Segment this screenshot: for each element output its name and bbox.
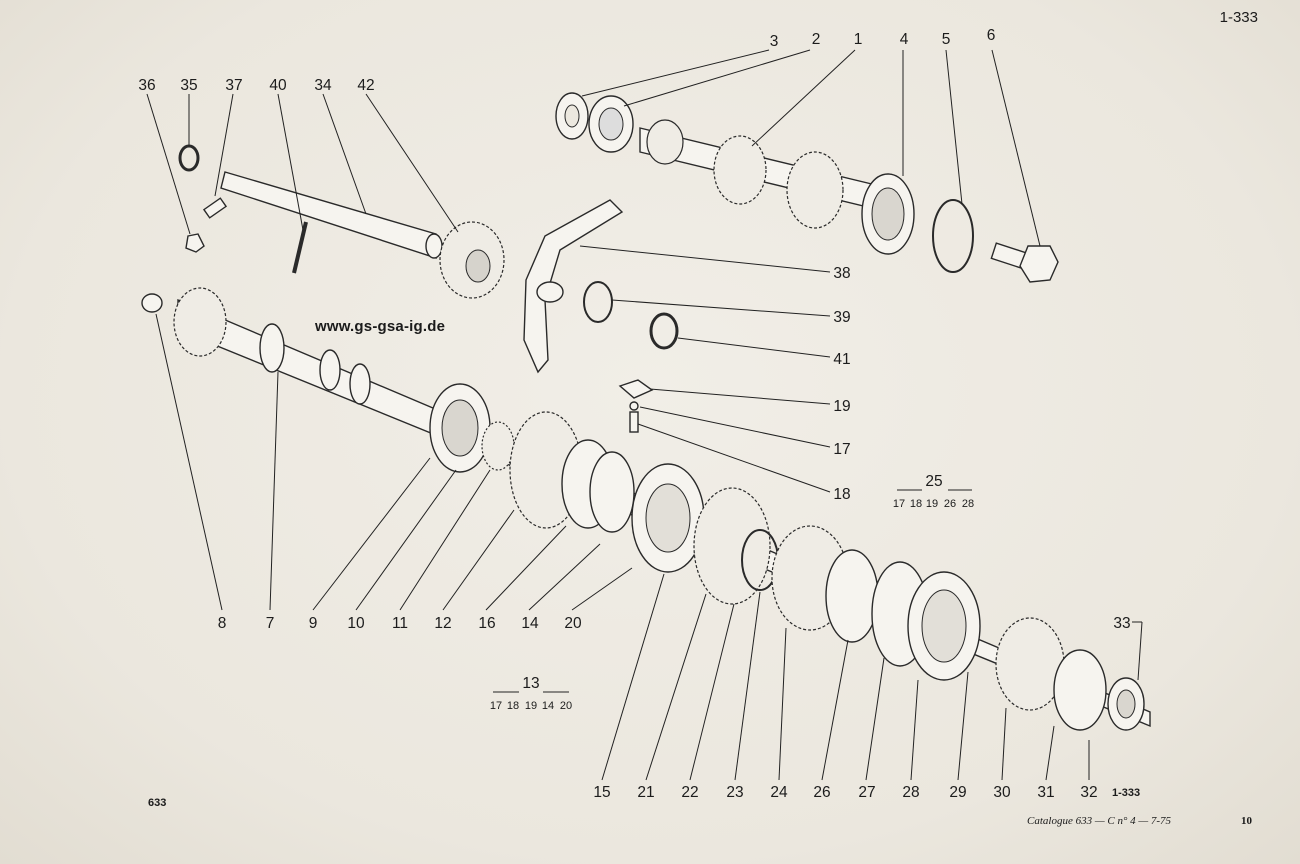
callout-28: 28 xyxy=(902,784,919,801)
callout-15: 15 xyxy=(593,784,610,801)
callout-24: 24 xyxy=(770,784,788,801)
callout-18: 18 xyxy=(833,486,850,503)
callout-22: 22 xyxy=(681,784,698,801)
selector-group xyxy=(523,199,679,433)
page-reference: 1-333 xyxy=(1219,9,1258,26)
group-13-reference: 13 17 18 19 14 20 xyxy=(490,675,572,712)
group-25-item: 26 xyxy=(944,498,956,510)
callout-5: 5 xyxy=(942,31,951,48)
callout-29: 29 xyxy=(949,784,966,801)
callout-20: 20 xyxy=(564,615,582,632)
callout-6: 6 xyxy=(987,27,996,44)
callout-8: 8 xyxy=(218,615,227,632)
group-13-item: 20 xyxy=(560,700,572,712)
sleeve-part-14 xyxy=(589,451,635,533)
callout-4: 4 xyxy=(900,31,909,48)
callout-23: 23 xyxy=(726,784,743,801)
group-25-item: 19 xyxy=(926,498,938,510)
callout-21: 21 xyxy=(637,784,654,801)
callout-3: 3 xyxy=(770,33,779,50)
catalogue-footer: Catalogue 633 — C n° 4 — 7-75 xyxy=(1027,815,1172,827)
bearing-part-31 xyxy=(1053,649,1107,731)
callout-27: 27 xyxy=(858,784,875,801)
group-13-item: 19 xyxy=(525,700,537,712)
fork-part-38 xyxy=(523,199,624,374)
group-13-number: 13 xyxy=(522,675,539,692)
group-25-item: 18 xyxy=(910,498,922,510)
gear-part-21 xyxy=(693,487,771,605)
main-shaft-assembly xyxy=(141,287,1151,731)
callout-38: 38 xyxy=(833,265,850,282)
callout-39: 39 xyxy=(833,309,850,326)
callout-26: 26 xyxy=(813,784,830,801)
spring-part-18 xyxy=(629,411,639,433)
group-25-number: 25 xyxy=(925,473,942,490)
callout-labels: 3 2 1 4 5 6 36 35 37 40 34 42 38 39 41 1… xyxy=(138,27,1130,801)
figure-reference: 1-333 xyxy=(1112,787,1141,799)
callout-40: 40 xyxy=(269,77,287,94)
callout-35: 35 xyxy=(180,77,197,94)
shaft-part-34 xyxy=(220,171,437,259)
callout-30: 30 xyxy=(993,784,1011,801)
top-shaft-assembly xyxy=(555,92,1059,283)
group-13-item: 18 xyxy=(507,700,519,712)
callout-9: 9 xyxy=(309,615,318,632)
callout-12: 12 xyxy=(434,615,451,632)
callout-1: 1 xyxy=(854,31,863,48)
callout-33: 33 xyxy=(1113,615,1130,632)
washer-part-41 xyxy=(649,312,679,350)
callout-17: 17 xyxy=(833,441,850,458)
callout-37: 37 xyxy=(225,77,242,94)
callout-2: 2 xyxy=(812,31,821,48)
callout-36: 36 xyxy=(138,77,155,94)
callout-32: 32 xyxy=(1080,784,1097,801)
hub-part-11 xyxy=(481,421,515,471)
ball-part-17 xyxy=(629,401,639,411)
spring-part-39 xyxy=(583,281,613,323)
synchro-part-26 xyxy=(825,549,879,643)
layshaft-group xyxy=(178,144,505,299)
callout-19: 19 xyxy=(833,398,850,415)
callout-42: 42 xyxy=(357,77,374,94)
group-25-item: 28 xyxy=(962,498,974,510)
washer-part-35 xyxy=(178,144,200,172)
group-25-item: 17 xyxy=(893,498,905,510)
group-25-reference: 25 17 18 19 26 28 xyxy=(893,473,974,510)
callout-11: 11 xyxy=(392,615,408,632)
callout-34: 34 xyxy=(314,77,332,94)
callout-7: 7 xyxy=(266,615,275,632)
nut-part-36 xyxy=(185,233,205,253)
spring-part-37 xyxy=(202,197,228,219)
circlip-part-5 xyxy=(932,199,974,273)
bolt-head xyxy=(1019,245,1059,283)
website-watermark: www.gs-gsa-ig.de xyxy=(315,318,446,335)
callout-41: 41 xyxy=(833,351,850,368)
bush-part-8 xyxy=(141,293,163,313)
catalogue-code: 633 xyxy=(148,797,167,809)
callout-16: 16 xyxy=(478,615,495,632)
callout-10: 10 xyxy=(347,615,365,632)
pin-part-40 xyxy=(292,221,308,274)
callout-14: 14 xyxy=(521,615,539,632)
group-13-item: 14 xyxy=(542,700,554,712)
leader-lines xyxy=(146,49,1143,781)
callout-31: 31 xyxy=(1037,784,1054,801)
block-part-19 xyxy=(618,379,654,399)
group-13-item: 17 xyxy=(490,700,502,712)
page-number: 10 xyxy=(1241,815,1252,827)
